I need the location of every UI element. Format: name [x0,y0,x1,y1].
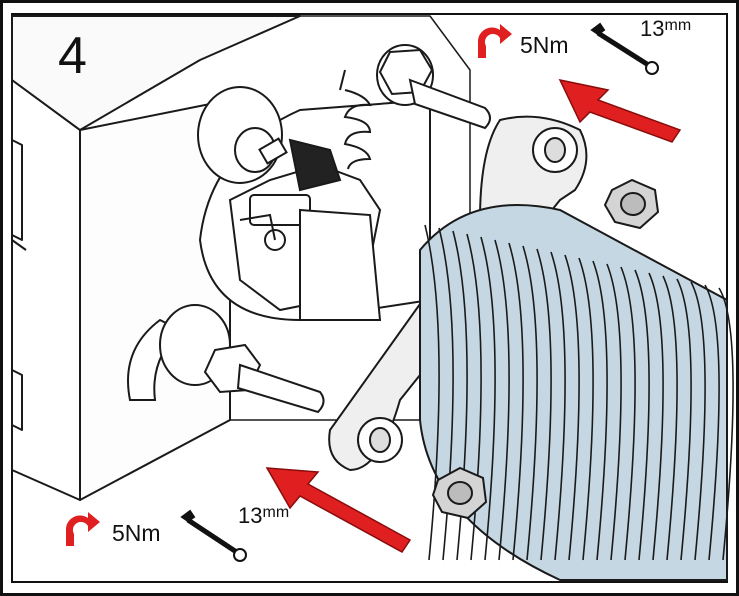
torsion-spring [419,204,734,581]
torque-value-top: 5Nm [520,32,569,58]
insert-arrow-icon [558,78,682,143]
spring-coil [606,263,622,561]
wrench-size-number: 13 [640,16,665,41]
spring-coil [620,266,636,561]
spring-coil [564,254,580,561]
hex-nut-icon [603,178,660,230]
small-coil-spring [339,69,372,170]
wrench-icon [180,509,247,562]
spring-coil [690,281,706,561]
spring-coil [634,269,650,561]
spring-coil [592,260,608,561]
spring-coil [550,251,566,561]
spring-coil [704,284,720,561]
wrench-size-number: 13 [238,503,263,528]
step-number: 4 [58,27,87,85]
spring-coil [676,278,692,561]
spring-coil [494,239,510,561]
wrench-icon [590,22,659,75]
insert-arrow-icon [265,467,412,553]
spring-coil [508,242,524,561]
rotate-clockwise-icon [477,24,512,58]
ratchet-wheel [228,138,382,321]
wrench-size-unit: mm [262,504,290,521]
spring-coil [522,245,538,561]
hex-nut-icon [431,466,488,520]
lower-bolt [127,304,325,414]
spring-coil [648,272,664,561]
spring-coil [424,224,440,561]
rotate-clockwise-icon [65,512,100,546]
spring-coil [578,257,594,561]
spring-coil [536,248,552,561]
spring-coil [718,287,734,561]
upper-bolt [197,44,491,184]
spring-coil [480,236,496,561]
torque-value-bottom: 5Nm [112,520,161,546]
wrench-size-unit: mm [664,17,692,34]
spring-coil [662,275,678,561]
wrench-size-bottom: 13mm [238,503,289,529]
wrench-size-top: 13mm [640,16,691,42]
motor-housing [11,15,471,501]
